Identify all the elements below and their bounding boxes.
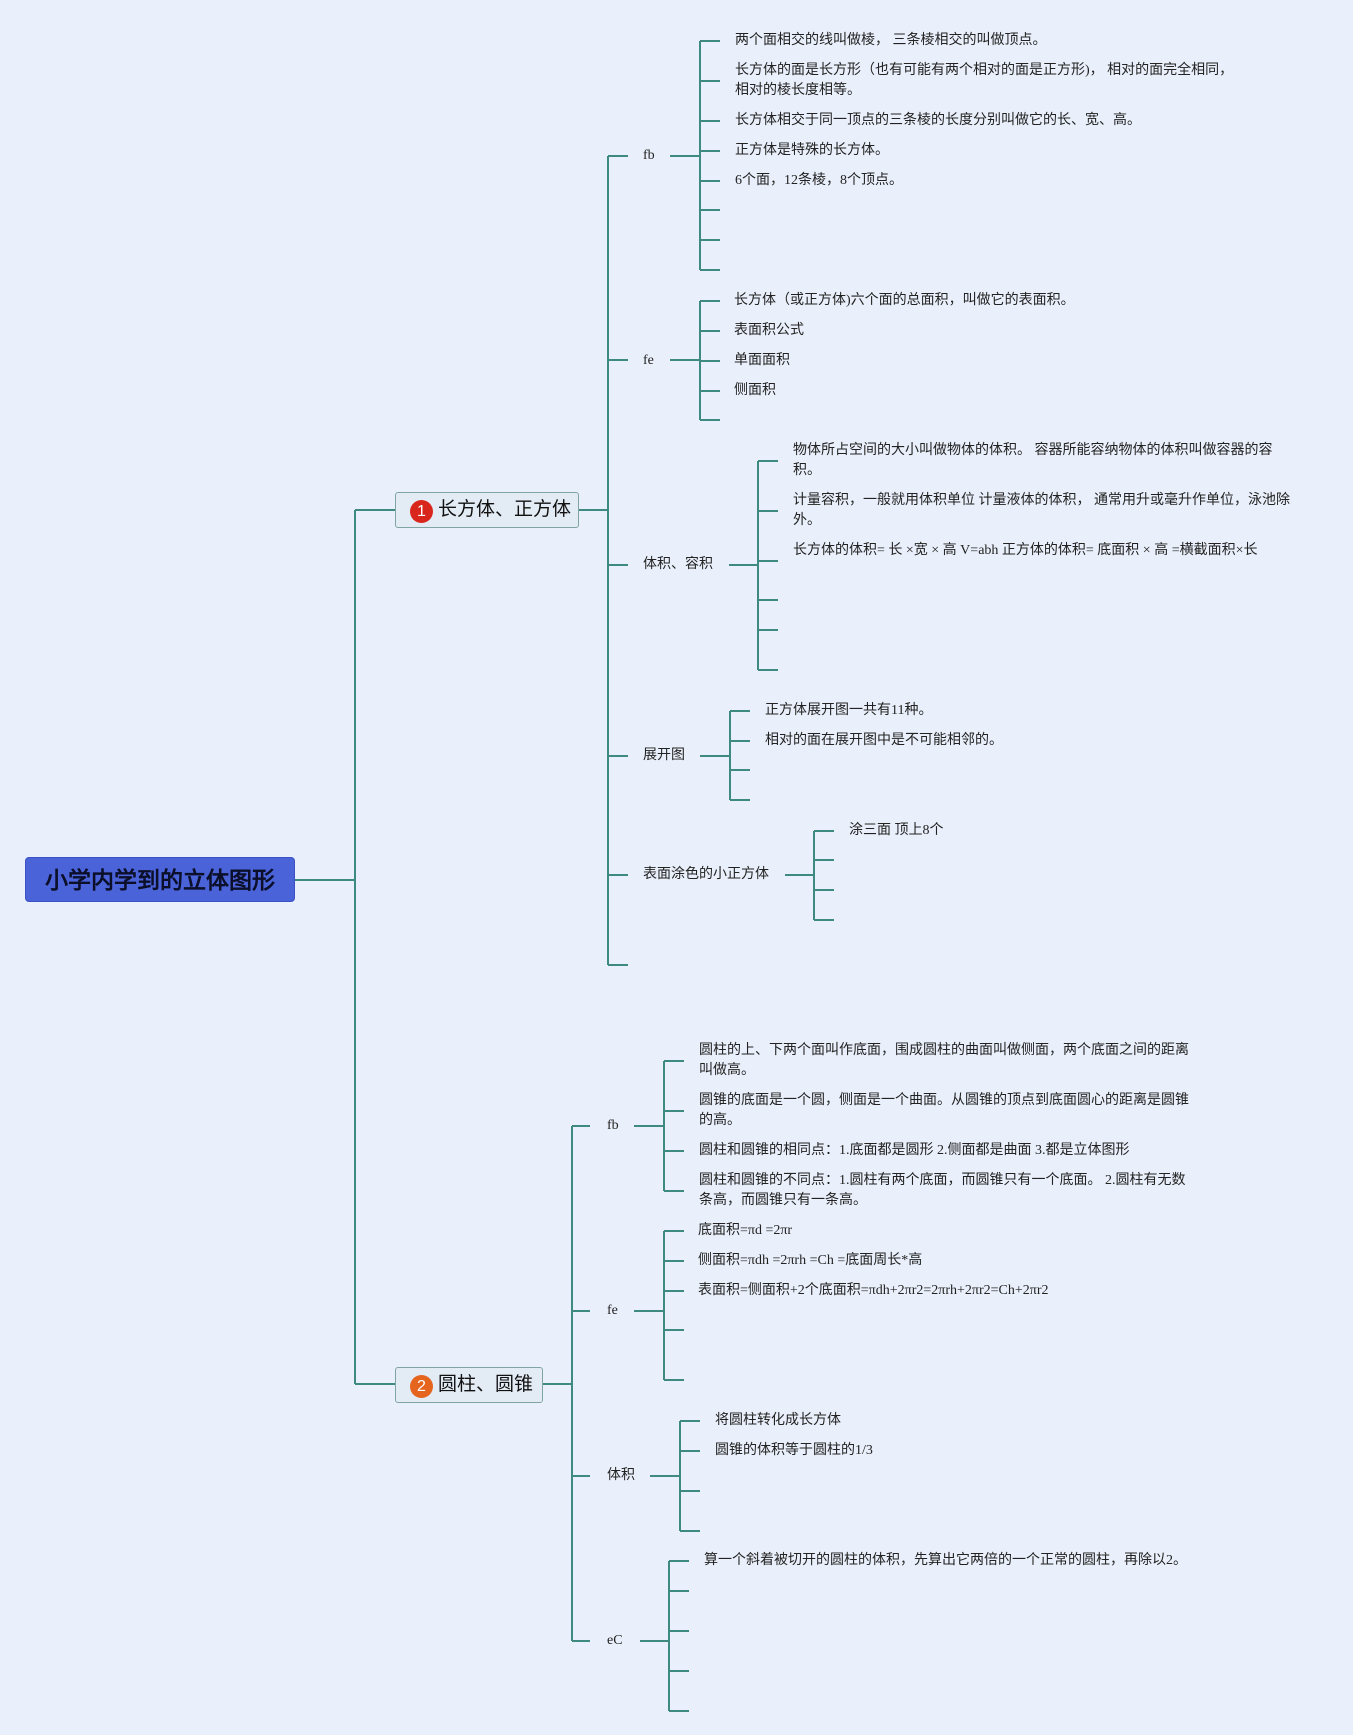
t1-fb-item-3[interactable]: 长方体相交于同一顶点的三条棱的长度分别叫做它的长、宽、高。 [735,113,1141,128]
t2-fe-node[interactable]: fe [607,1303,618,1318]
topic-cylinder-cone[interactable]: 2 圆柱、圆锥 [395,1367,543,1403]
t2-fb-item-2[interactable]: 圆锥的底面是一个圆，侧面是一个曲面。从圆锥的顶点到底面圆心的距离是圆锥的高。 [699,1093,1189,1128]
topic-label: 圆柱、圆锥 [438,1374,534,1395]
t1-fb-item-2[interactable]: 长方体的面是长方形（也有可能有两个相对的面是正方形)， 相对的面完全相同，相对的… [735,63,1234,98]
t2-ec-node[interactable]: eC [607,1633,623,1648]
t1-net-item-1[interactable]: 正方体展开图一共有11种。 [765,703,933,718]
t1-fe-item-3[interactable]: 单面面积 [734,353,790,368]
root-node[interactable]: 小学内学到的立体图形 [25,857,295,902]
t1-fb-item-1[interactable]: 两个面相交的线叫做棱， 三条棱相交的叫做顶点。 [735,33,1047,48]
t2-ec-item-1[interactable]: 算一个斜着被切开的圆柱的体积，先算出它两倍的一个正常的圆柱，再除以2。 [704,1553,1187,1568]
t2-fe-item-3[interactable]: 表面积=侧面积+2个底面积=πdh+2πr2=2πrh+2πr2=Ch+2πr2 [698,1283,1049,1298]
priority-2-badge: 2 [410,1375,433,1398]
t1-net-item-2[interactable]: 相对的面在展开图中是不可能相邻的。 [765,733,1003,748]
t1-volume-item-3[interactable]: 长方体的体积= 长 ×宽 × 高 V=abh 正方体的体积= 底面积 × 高 =… [793,543,1258,558]
t2-fb-item-3[interactable]: 圆柱和圆锥的相同点：1.底面都是圆形 2.侧面都是曲面 3.都是立体图形 [699,1143,1130,1158]
t2-volume-item-2[interactable]: 圆锥的体积等于圆柱的1/3 [715,1443,873,1458]
t2-volume-item-1[interactable]: 将圆柱转化成长方体 [715,1413,841,1428]
t1-fe-item-2[interactable]: 表面积公式 [734,323,804,338]
priority-1-badge: 1 [410,500,433,523]
t1-fe-item-4[interactable]: 侧面积 [734,383,776,398]
t2-volume-node[interactable]: 体积 [607,1468,635,1483]
t1-painted-node[interactable]: 表面涂色的小正方体 [643,867,769,882]
t1-volume-item-2[interactable]: 计量容积，一般就用体积单位 计量液体的体积， 通常用升或毫升作单位，泳池除外。 [793,493,1290,528]
t1-painted-item-1[interactable]: 涂三面 顶上8个 [849,823,944,838]
t1-fb-item-4[interactable]: 正方体是特殊的长方体。 [735,143,889,158]
t1-volume-item-1[interactable]: 物体所占空间的大小叫做物体的体积。 容器所能容纳物体的体积叫做容器的容积。 [793,443,1273,478]
t1-fe-node[interactable]: fe [643,353,654,368]
t2-fb-item-4[interactable]: 圆柱和圆锥的不同点：1.圆柱有两个底面，而圆锥只有一个底面。 2.圆柱有无数条高… [699,1173,1186,1208]
t2-fe-item-1[interactable]: 底面积=πd =2πr [698,1223,793,1238]
t1-fb-item-5[interactable]: 6个面，12条棱，8个顶点。 [735,173,903,188]
t1-volume-node[interactable]: 体积、容积 [643,557,713,572]
t1-net-node[interactable]: 展开图 [643,748,685,763]
topic-label: 长方体、正方体 [438,499,572,520]
topic-cuboid-cube[interactable]: 1 长方体、正方体 [395,492,579,528]
t2-fb-node[interactable]: fb [607,1118,619,1133]
t1-fb-node[interactable]: fb [643,148,655,163]
t2-fe-item-2[interactable]: 侧面积=πdh =2πrh =Ch =底面周长*高 [698,1253,923,1268]
t2-fb-item-1[interactable]: 圆柱的上、下两个面叫作底面，围成圆柱的曲面叫做侧面，两个底面之间的距离叫做高。 [699,1043,1189,1078]
t1-fe-item-1[interactable]: 长方体（或正方体)六个面的总面积，叫做它的表面积。 [734,293,1075,308]
